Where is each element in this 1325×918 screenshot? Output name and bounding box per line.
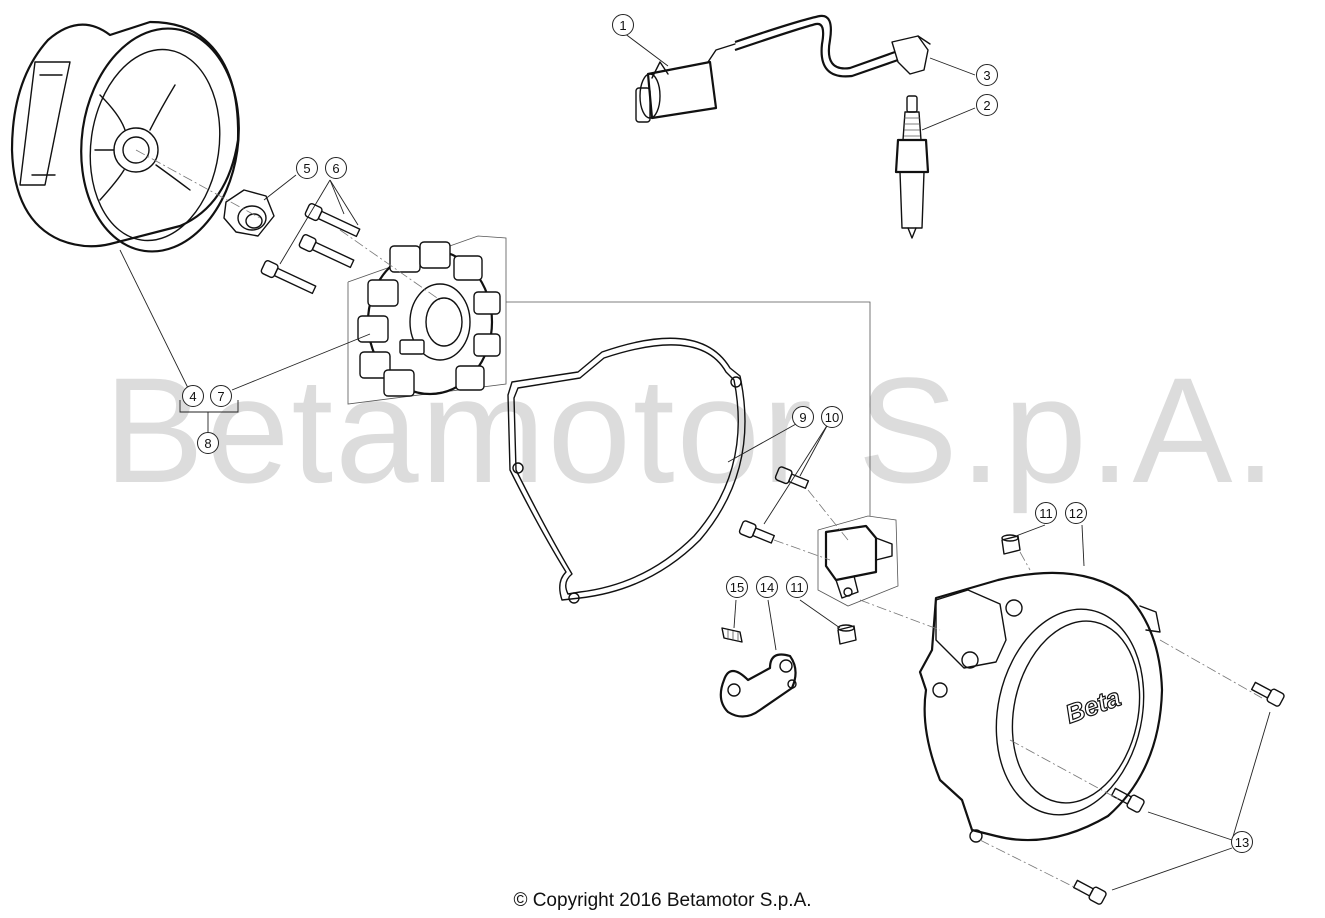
cover-gasket bbox=[507, 337, 746, 604]
callout-4: 4 bbox=[182, 385, 204, 407]
cover-screws bbox=[1072, 681, 1285, 905]
callout-11-top: 11 bbox=[1035, 502, 1057, 524]
callout-7: 7 bbox=[210, 385, 232, 407]
callout-11-bottom: 11 bbox=[786, 576, 808, 598]
callout-13: 13 bbox=[1231, 831, 1253, 853]
dowel-pins bbox=[837, 534, 1021, 645]
callout-15: 15 bbox=[726, 576, 748, 598]
flywheel-rotor bbox=[10, 20, 240, 253]
callout-3: 3 bbox=[976, 64, 998, 86]
callout-6: 6 bbox=[325, 157, 347, 179]
callout-8: 8 bbox=[197, 432, 219, 454]
callout-9: 9 bbox=[792, 406, 814, 428]
callout-5: 5 bbox=[296, 157, 318, 179]
stator-coil bbox=[357, 241, 501, 397]
callout-10: 10 bbox=[821, 406, 843, 428]
spark-plug bbox=[894, 95, 930, 239]
callout-14: 14 bbox=[756, 576, 778, 598]
cover-logo: Beta bbox=[1061, 682, 1124, 729]
pickup-sensor bbox=[817, 515, 899, 607]
ignition-cover: Beta bbox=[918, 571, 1164, 843]
pickup-screws bbox=[738, 466, 810, 544]
callout-12: 12 bbox=[1065, 502, 1087, 524]
callout-1: 1 bbox=[612, 14, 634, 36]
cable-bracket bbox=[719, 653, 797, 718]
copyright-notice: © Copyright 2016 Betamotor S.p.A. bbox=[513, 890, 812, 911]
assembly-axis-lines bbox=[135, 149, 1263, 891]
flywheel-nut bbox=[223, 189, 275, 237]
bracket-screw bbox=[721, 627, 743, 643]
leader-lines bbox=[119, 32, 1271, 891]
stator-screws bbox=[260, 203, 361, 295]
callout-2: 2 bbox=[976, 94, 998, 116]
watermark-text: Betamotor S.p.A. bbox=[104, 346, 1279, 514]
ignition-coil bbox=[635, 14, 931, 123]
